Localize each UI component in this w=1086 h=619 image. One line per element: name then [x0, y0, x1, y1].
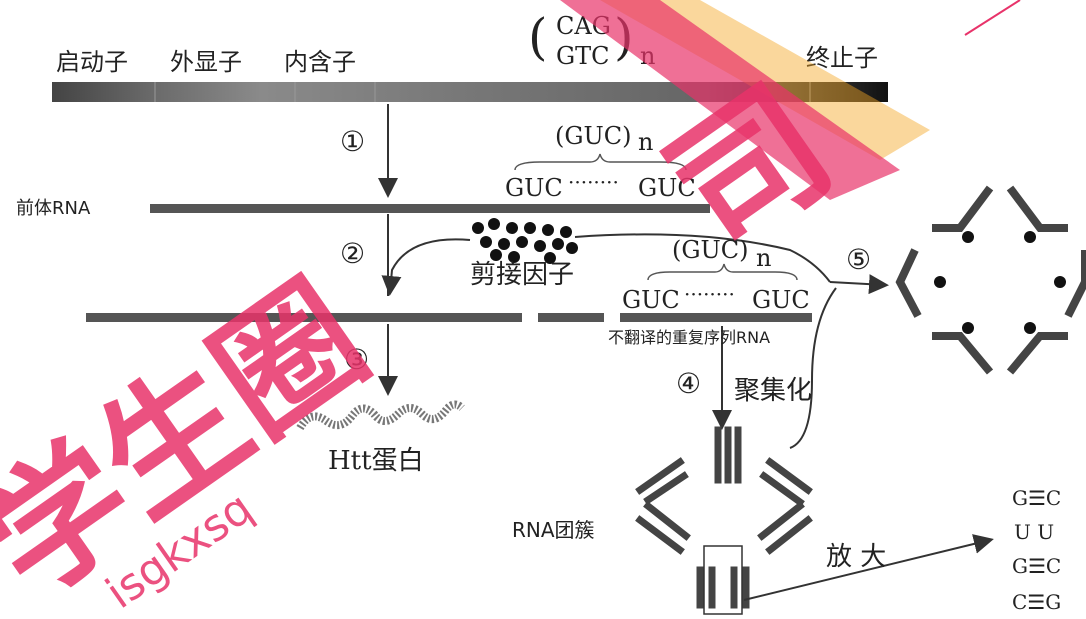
- aggregate-factor-dots: [934, 231, 1066, 334]
- brace-1: [514, 153, 687, 171]
- spliced-guc-right: GUC: [752, 286, 810, 314]
- rna-cluster-label: RNA团簇: [512, 518, 595, 542]
- pre-rna-label: 前体RNA: [16, 198, 91, 219]
- promoter-label: 启动子: [56, 48, 128, 76]
- step-4: ④: [676, 367, 702, 400]
- brace-2: [647, 263, 798, 281]
- terminator-label: 终止子: [806, 44, 878, 72]
- pre-rna-repeat: (GUC): [555, 122, 632, 150]
- aggregation-label: 聚集化: [734, 376, 813, 406]
- spliced-repeat: (GUC): [672, 236, 749, 264]
- base-pair-1: G☰C: [1012, 486, 1062, 510]
- zoom-label: 放 大: [826, 542, 887, 572]
- gene-bar: [52, 82, 888, 102]
- htt-protein-label: Htt蛋白: [328, 446, 424, 476]
- repeat-n: n: [640, 42, 656, 70]
- repeat-rna-bar: [620, 313, 812, 322]
- step-2: ②: [340, 237, 366, 270]
- pre-rna-guc-left: GUC: [505, 174, 563, 202]
- zoom-arrow: [743, 534, 994, 601]
- rna-cluster: [635, 426, 813, 609]
- rna-aggregate: [895, 185, 1086, 375]
- splicing-factor-label: 剪接因子: [470, 260, 575, 290]
- repeat-open-paren: (: [528, 8, 548, 66]
- spliced-dots: ········: [684, 282, 735, 306]
- base-pair-2: U U: [1014, 520, 1055, 544]
- base-pair-3: G☰C: [1012, 554, 1062, 578]
- step2-arrow: [381, 238, 471, 296]
- untranslated-repeat-caption: 不翻译的重复序列RNA: [608, 328, 771, 347]
- exon-label: 外显子: [170, 48, 242, 76]
- repeat-cag: CAG: [556, 12, 611, 40]
- zoom-box: [703, 545, 743, 615]
- spliced-guc-left: GUC: [622, 286, 680, 314]
- step-5: ⑤: [846, 243, 872, 276]
- spliced-n: n: [756, 244, 772, 272]
- pre-rna-n: n: [638, 128, 654, 156]
- spliced-rna-bar: [86, 313, 522, 322]
- intron-label: 内含子: [284, 48, 356, 76]
- step5-path: [574, 233, 831, 283]
- step-3: ③: [344, 343, 370, 376]
- splicing-factor-dots: [472, 218, 578, 264]
- htt-protein-chain: [296, 400, 465, 431]
- step-1: ①: [340, 125, 366, 158]
- repeat-gtc: GTC: [556, 42, 610, 70]
- base-pair-4: C☰G: [1012, 590, 1062, 614]
- pre-rna-dots: ········: [568, 170, 619, 194]
- repeat-close-paren: ): [614, 8, 634, 66]
- pre-rna-bar: [150, 204, 710, 213]
- pre-rna-guc-right: GUC: [638, 174, 696, 202]
